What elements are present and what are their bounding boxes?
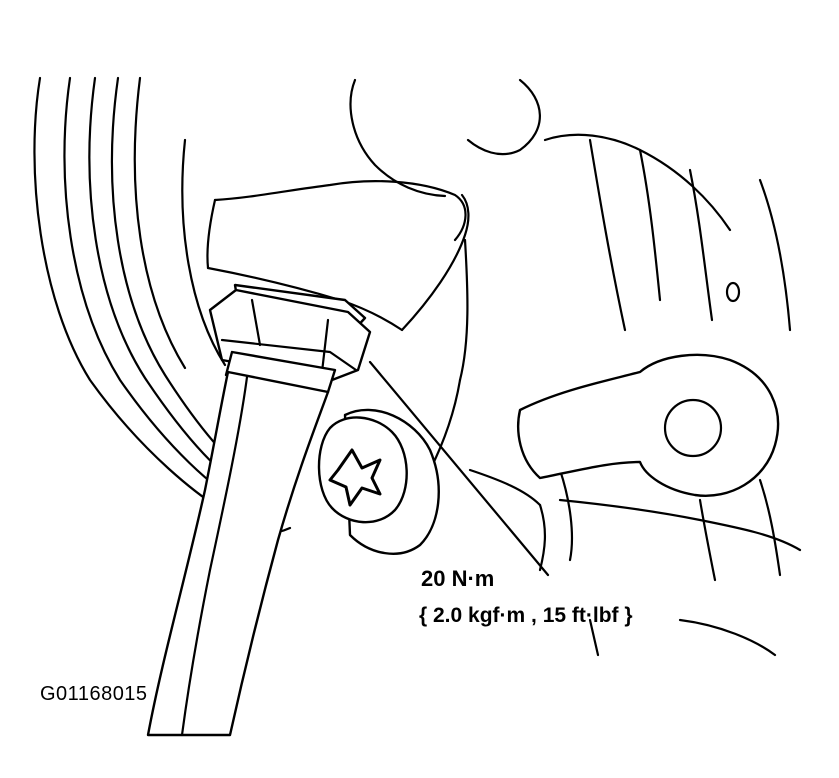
mounting-bracket (517, 353, 802, 552)
torque-value-alternate-units: { 2.0 kgf·m , 15 ft·lbf } (419, 604, 633, 627)
torque-leader-line (368, 360, 550, 577)
torx-bolt (317, 408, 440, 555)
hose-fitting (146, 283, 372, 737)
pump-body (206, 78, 792, 657)
figure-id: G01168015 (40, 683, 148, 705)
torque-value-nm: 20 N·m (421, 566, 495, 591)
